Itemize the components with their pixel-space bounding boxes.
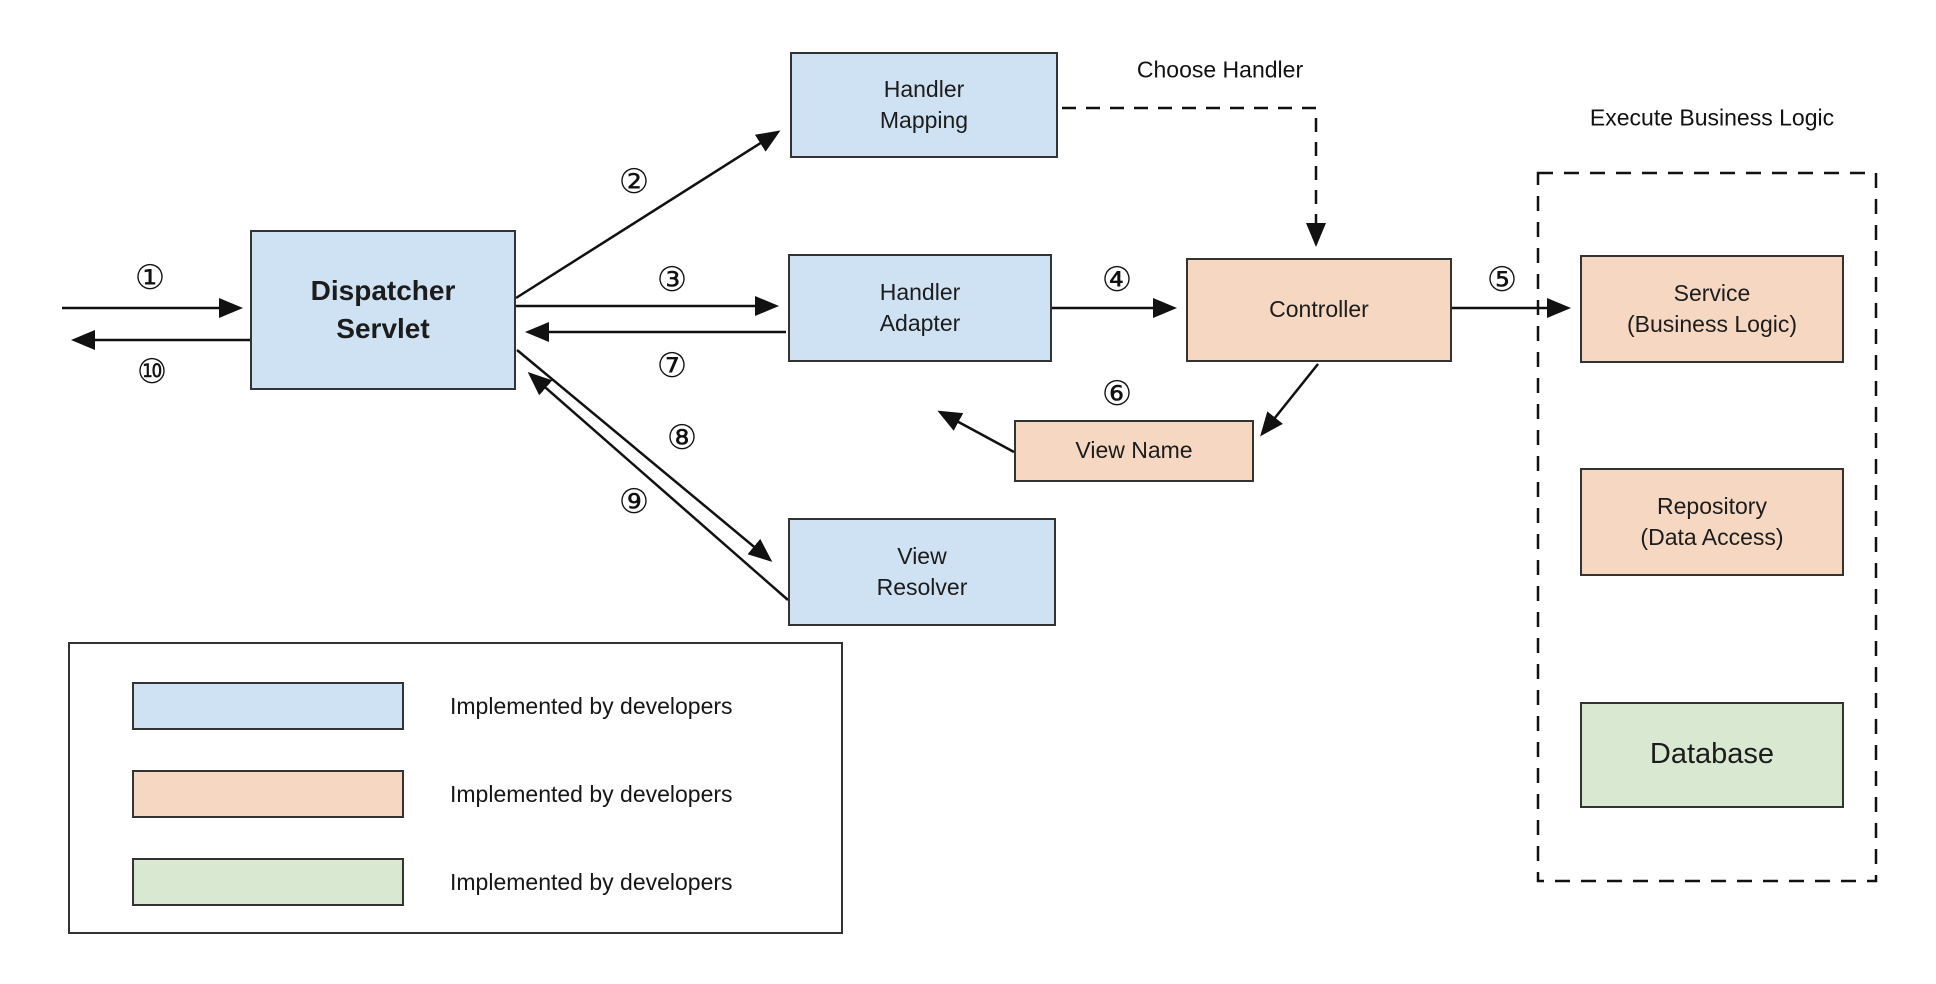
node-controller: Controller [1186,258,1452,362]
dashed-business-logic-container [1536,171,1878,883]
node-handler-mapping: Handler Mapping [790,52,1058,158]
dashed-choose-handler-connector [1062,106,1326,247]
step-9-label: ⑨ [618,483,650,521]
step-4-label: ④ [1101,261,1133,299]
step-10-label: ⑩ [136,353,168,391]
step-2-label: ② [618,163,650,201]
step-8-label: ⑧ [666,419,698,457]
legend-label: Implemented by developers [450,693,733,719]
legend-swatch-peach [132,770,404,818]
arrow-view-name-to-handler-adapter [937,410,1015,454]
legend-label: Implemented by developers [450,781,733,807]
step-7-label: ⑦ [656,347,688,385]
node-dispatcher-servlet: Dispatcher Servlet [250,230,516,390]
arrow-to-view-resolver [516,349,773,562]
arrow-controller-to-view-name [1260,363,1319,437]
arrow-from-view-resolver [527,372,789,601]
node-view-resolver: View Resolver [788,518,1056,626]
node-service: Service (Business Logic) [1580,255,1844,363]
execute-business-logic-label: Execute Business Logic [1589,104,1835,131]
step-6-label: ⑥ [1101,375,1133,413]
step-1-label: ① [134,259,166,297]
node-handler-adapter: Handler Adapter [788,254,1052,362]
choose-handler-label: Choose Handler [1136,56,1304,83]
legend-swatch-green [132,858,404,906]
arrow-to-handler-mapping [515,130,781,300]
node-repository: Repository (Data Access) [1580,468,1844,576]
node-view-name: View Name [1014,420,1254,482]
node-database: Database [1580,702,1844,808]
legend-label: Implemented by developers [450,869,733,895]
step-3-label: ③ [656,261,688,299]
step-5-label: ⑤ [1486,261,1518,299]
legend-swatch-blue [132,682,404,730]
legend-box: Implemented by developers Implemented by… [68,642,843,934]
